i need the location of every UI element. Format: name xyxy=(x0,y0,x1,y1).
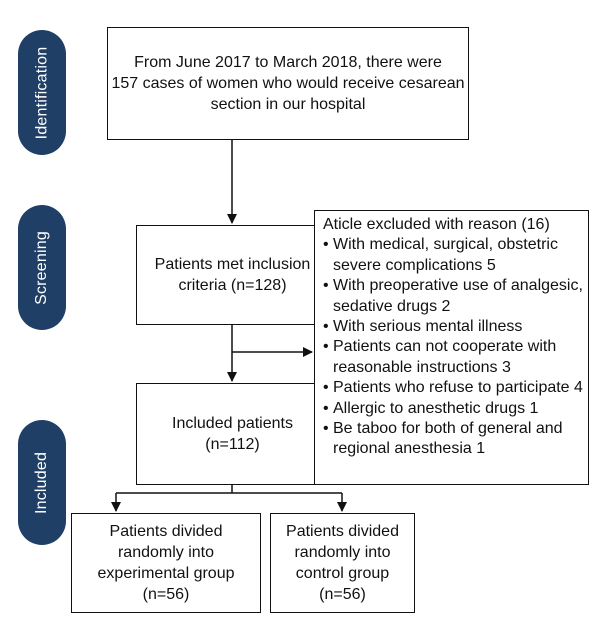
exclusion-item-line: Be taboo for both of general and xyxy=(333,420,563,438)
identification-text-line: 157 cases of women who would receive ces… xyxy=(111,75,465,92)
control-group-box: Patients divided randomly into control g… xyxy=(270,513,415,613)
exclusion-item: With preoperative use of analgesic, seda… xyxy=(323,276,583,317)
exclusion-item: Patients can not cooperate with reasonab… xyxy=(323,337,582,378)
inclusion-text-line: criteria (n=128) xyxy=(178,277,287,294)
included-text-line: Included patients xyxy=(172,415,293,432)
experimental-group-box: Patients divided randomly into experimen… xyxy=(71,513,261,613)
experimental-text-line: experimental group xyxy=(97,565,235,582)
identification-box: From June 2017 to March 2018, there were… xyxy=(107,27,469,140)
exclusion-item: With serious mental illness xyxy=(323,317,582,338)
exclusion-box: Aticle excluded with reason (16) With me… xyxy=(314,210,589,485)
exclusion-item: Patients who refuse to participate 4 xyxy=(323,378,583,399)
inclusion-box: Patients met inclusion criteria (n=128) xyxy=(136,225,329,325)
exclusion-item-line: With serious mental illness xyxy=(333,318,523,336)
exclusion-item-line: Patients can not cooperate with xyxy=(333,338,557,356)
control-text-line: randomly into xyxy=(294,544,391,561)
stage-identification: Identification xyxy=(18,30,66,155)
exclusion-item-line: regional anesthesia 1 xyxy=(333,440,486,458)
inclusion-text-line: Patients met inclusion xyxy=(154,256,311,273)
identification-text-line: From June 2017 to March 2018, there were xyxy=(134,54,442,71)
exclusion-heading: Aticle excluded with reason (16) xyxy=(323,216,550,233)
stage-screening: Screening xyxy=(18,205,66,330)
included-text-line: (n=112) xyxy=(205,436,260,453)
control-text-line: (n=56) xyxy=(319,586,366,603)
exclusion-item: With medical, surgical, obstetric severe… xyxy=(323,235,582,276)
exclusion-item: Be taboo for both of general and regiona… xyxy=(323,419,582,460)
exclusion-item-line: Patients who refuse to participate 4 xyxy=(333,379,583,397)
experimental-text-line: (n=56) xyxy=(142,586,190,603)
experimental-text-line: randomly into xyxy=(117,544,215,561)
stage-included: Included xyxy=(18,420,66,545)
experimental-text-line: Patients divided xyxy=(109,523,223,540)
control-text-line: Patients divided xyxy=(286,523,399,540)
exclusion-item-line: Allergic to anesthetic drugs 1 xyxy=(333,399,539,417)
exclusion-item: Allergic to anesthetic drugs 1 xyxy=(323,399,582,420)
exclusion-item-line: With medical, surgical, obstetric xyxy=(333,236,558,254)
exclusion-item-line: sedative drugs 2 xyxy=(333,297,451,315)
identification-text-line: section in our hospital xyxy=(210,96,366,113)
exclusion-item-line: With preoperative use of analgesic, xyxy=(333,277,583,295)
exclusion-item-line: severe complications 5 xyxy=(333,256,496,274)
exclusion-list: With medical, surgical, obstetric severe… xyxy=(323,235,583,460)
control-text-line: control group xyxy=(295,565,390,582)
included-box: Included patients (n=112) xyxy=(136,383,329,485)
exclusion-item-line: reasonable instructions 3 xyxy=(333,358,511,376)
